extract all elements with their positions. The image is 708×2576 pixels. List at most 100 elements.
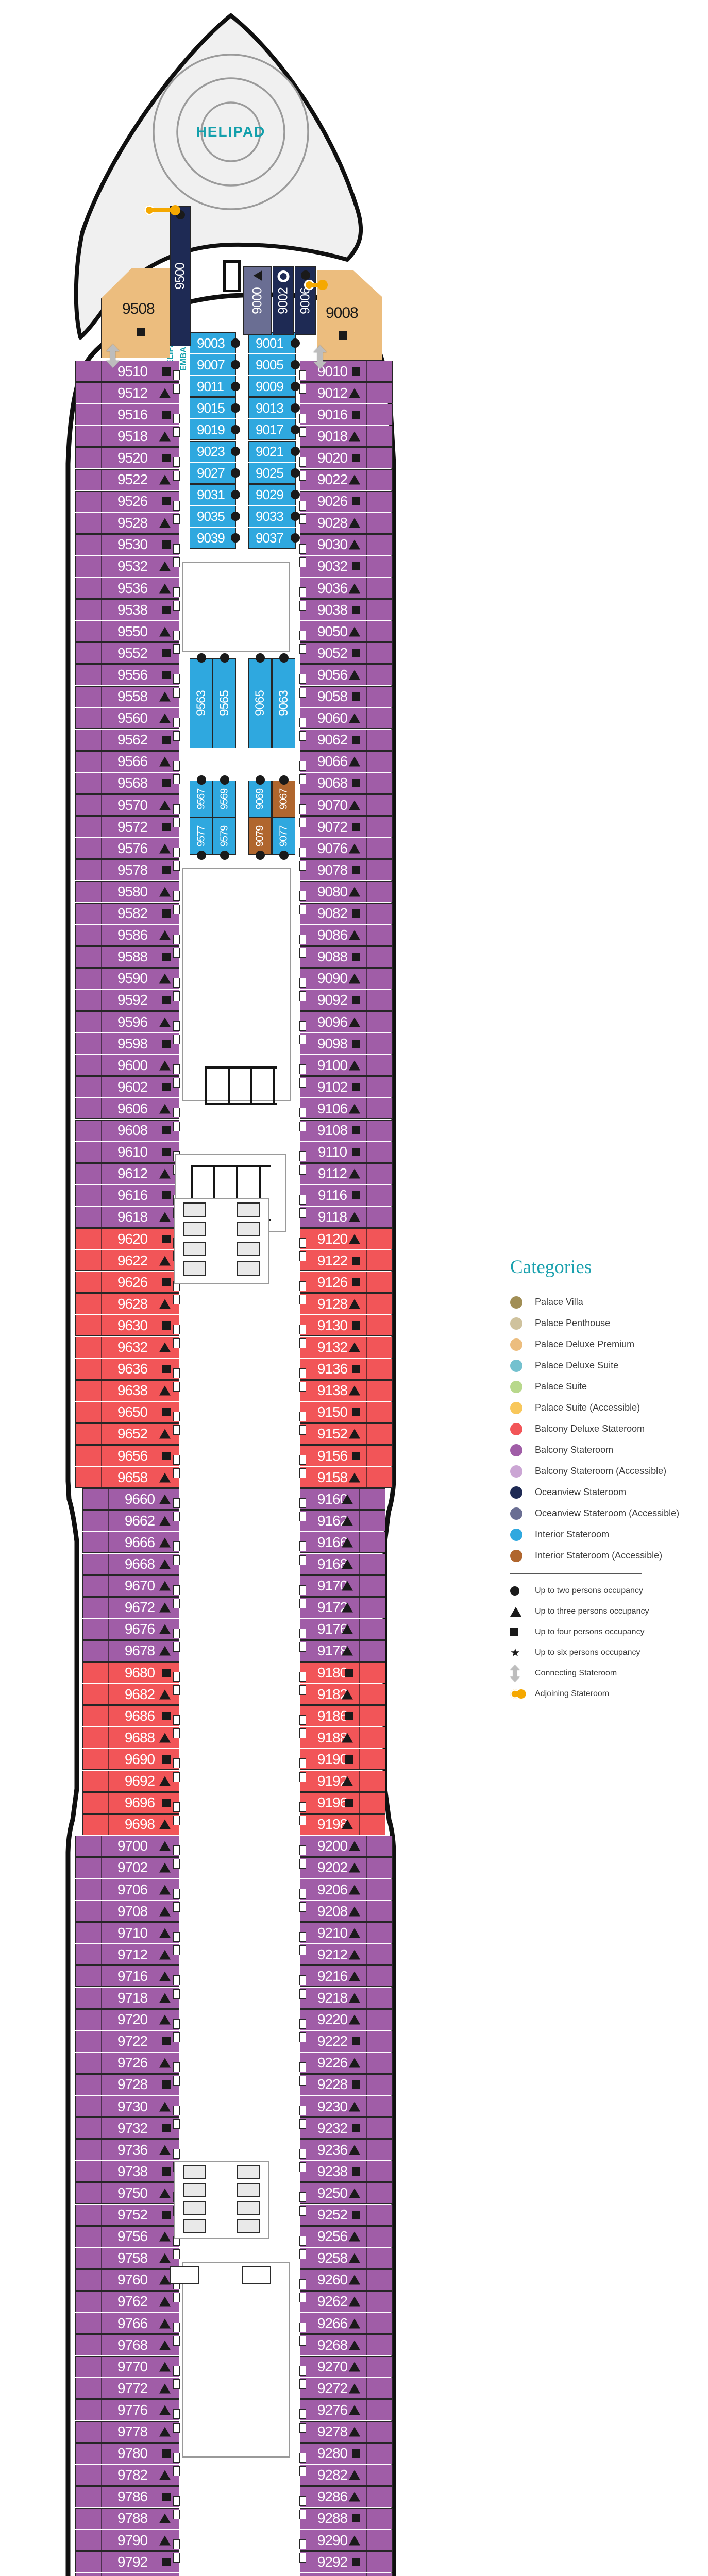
stateroom-9752: 9752 <box>75 2204 180 2226</box>
stateroom-number: 9088 <box>317 948 348 965</box>
occupancy-three-icon <box>342 1559 353 1569</box>
stateroom-9050: 9050 <box>299 621 393 642</box>
stateroom-number: 9276 <box>317 2401 348 2418</box>
occupancy-four-icon <box>352 1408 360 1417</box>
stateroom-9770: 9770 <box>75 2356 180 2378</box>
stateroom-number: 9210 <box>317 1924 348 1941</box>
stateroom-9026: 9026 <box>299 490 393 512</box>
stateroom-9180: 9180 <box>299 1662 385 1683</box>
occupancy-three-icon <box>159 2383 171 2394</box>
stateroom-9136: 9136 <box>299 1358 393 1380</box>
stateroom-9090: 9090 <box>299 968 393 989</box>
occupancy-two-icon <box>231 533 240 543</box>
stateroom-9772: 9772 <box>75 2378 180 2399</box>
occupancy-two-icon <box>510 1586 519 1596</box>
occupancy-four-icon <box>162 2449 171 2458</box>
stateroom-9013: 9013 <box>248 397 300 419</box>
occupancy-four-icon <box>352 562 360 571</box>
occupancy-four-icon <box>162 1321 171 1330</box>
stateroom-9276: 9276 <box>299 2399 393 2421</box>
occupancy-four-icon <box>162 1126 171 1134</box>
occupancy-three-icon <box>342 1602 353 1613</box>
occupancy-four-icon <box>352 2124 360 2132</box>
occupancy-two-icon <box>277 270 289 282</box>
stateroom-number: 9532 <box>117 558 148 574</box>
stateroom-number: 9063 <box>276 690 291 716</box>
stateroom-9007: 9007 <box>190 354 240 376</box>
oceanview-color-icon <box>510 1486 522 1499</box>
stateroom-9550: 9550 <box>75 621 180 642</box>
lounge-doorway <box>223 260 241 292</box>
stateroom-9552: 9552 <box>75 642 180 664</box>
stateroom-number: 9216 <box>317 1968 348 1984</box>
occupancy-four-icon <box>352 1451 360 1460</box>
stateroom-number: 9158 <box>317 1469 348 1485</box>
stateroom-9272: 9272 <box>299 2378 393 2399</box>
occupancy-four-icon <box>162 367 171 376</box>
legend-category-oceanview_accessible: Oceanview Stateroom (Accessible) <box>510 1503 685 1524</box>
stateroom-9750: 9750 <box>75 2182 180 2204</box>
occupancy-three-icon <box>159 973 171 984</box>
connecting-bar <box>317 351 323 363</box>
stateroom-9778: 9778 <box>75 2421 180 2443</box>
stateroom-number: 9772 <box>117 2380 148 2396</box>
stateroom-9002: 9002 <box>273 266 294 335</box>
occupancy-two-icon <box>231 338 240 348</box>
occupancy-three-icon <box>349 1212 360 1222</box>
stateroom-number: 9028 <box>317 515 348 531</box>
occupancy-four-icon <box>352 1278 360 1286</box>
occupancy-two-icon <box>231 360 240 369</box>
stateroom-9160: 9160 <box>299 1488 385 1510</box>
occupancy-four-icon <box>352 2449 360 2458</box>
occupancy-three-icon <box>349 2253 360 2263</box>
stateroom-9652: 9652 <box>75 1423 180 1445</box>
stateroom-number: 9778 <box>117 2424 148 2439</box>
stateroom-9577: 9577 <box>190 818 213 860</box>
stateroom-number: 9200 <box>317 1838 348 1854</box>
stateroom-9568: 9568 <box>75 772 180 794</box>
occupancy-three-icon <box>349 2318 360 2328</box>
legend-occupancy-circle: Up to two persons occupancy <box>510 1581 685 1601</box>
stateroom-9250: 9250 <box>299 2182 393 2204</box>
stateroom-9562: 9562 <box>75 729 180 751</box>
stateroom-number: 9626 <box>117 1274 148 1290</box>
stateroom-9032: 9032 <box>299 555 393 577</box>
stateroom-9570: 9570 <box>75 794 180 816</box>
occupancy-four-icon <box>162 779 171 788</box>
occupancy-two-icon <box>291 490 300 500</box>
stateroom-number: 9586 <box>117 927 148 943</box>
occupancy-three-icon <box>159 1017 171 1027</box>
stateroom-number: 9660 <box>124 1490 155 1507</box>
stateroom-number: 9196 <box>317 1794 348 1811</box>
stateroom-9020: 9020 <box>299 447 393 469</box>
stateroom-9588: 9588 <box>75 946 180 968</box>
stateroom-9790: 9790 <box>75 2530 180 2551</box>
stateroom-9290: 9290 <box>299 2530 393 2551</box>
stateroom-9021: 9021 <box>248 440 300 462</box>
stateroom-number: 9698 <box>124 1816 155 1833</box>
stateroom-9516: 9516 <box>75 404 180 426</box>
stateroom-number: 9152 <box>317 1426 348 1442</box>
stateroom-9690: 9690 <box>82 1749 180 1770</box>
stateroom-9256: 9256 <box>299 2226 393 2247</box>
occupancy-three-icon <box>159 1212 171 1222</box>
stateroom-9232: 9232 <box>299 2117 393 2139</box>
occupancy-six-icon: ★ <box>510 1646 520 1659</box>
connecting-stateroom-icon <box>106 344 120 368</box>
stateroom-number: 9788 <box>117 2510 148 2527</box>
occupancy-three-icon <box>349 2231 360 2242</box>
legend-occupancy-connecting: Connecting Stateroom <box>510 1663 685 1684</box>
stateroom-9292: 9292 <box>299 2551 393 2573</box>
stateroom-number: 9588 <box>117 948 148 965</box>
stateroom-number: 9728 <box>117 2076 148 2093</box>
stateroom-9572: 9572 <box>75 816 180 838</box>
balcony-color-icon <box>510 1444 522 1456</box>
stateroom-number: 9632 <box>117 1339 148 1355</box>
elevator <box>237 2201 260 2215</box>
stateroom-number: 9602 <box>117 1078 148 1095</box>
stateroom-number: 9510 <box>117 363 148 379</box>
stateroom-number: 9118 <box>317 1209 347 1225</box>
stateroom-9208: 9208 <box>299 1901 393 1922</box>
stateroom-9536: 9536 <box>75 578 180 599</box>
stateroom-9212: 9212 <box>299 1944 393 1965</box>
